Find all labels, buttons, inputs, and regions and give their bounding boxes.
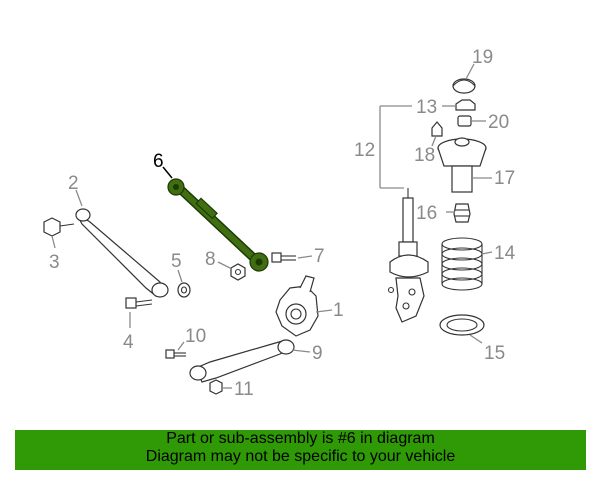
callout-1[interactable]: 1 [333, 300, 344, 321]
part-11-nut[interactable] [209, 379, 223, 395]
callout-7[interactable]: 7 [314, 246, 325, 267]
info-banner: Part or sub-assembly is #6 in diagram Di… [15, 430, 586, 470]
callout-3[interactable]: 3 [49, 252, 60, 273]
callout-20[interactable]: 20 [488, 112, 509, 133]
part-7-bolt[interactable] [271, 252, 296, 263]
callouts: 1 2 3 4 5 6 7 8 9 10 11 12 13 14 15 16 1… [49, 47, 516, 400]
callout-11[interactable]: 11 [234, 379, 254, 400]
callout-16[interactable]: 16 [416, 203, 437, 224]
part-14-coil-spring[interactable] [441, 237, 483, 291]
part-15-spring-seat[interactable] [439, 314, 485, 336]
callout-4[interactable]: 4 [123, 332, 134, 353]
part-3-bolt[interactable] [43, 217, 75, 237]
callout-10[interactable]: 10 [185, 326, 206, 347]
part-18-stud[interactable] [431, 121, 443, 137]
part-17-strut-mount[interactable] [437, 137, 487, 193]
callout-19[interactable]: 19 [472, 47, 493, 68]
part-5-bushing[interactable] [177, 282, 191, 298]
callout-13[interactable]: 13 [416, 97, 437, 118]
leader-lines [51, 63, 493, 389]
part-19-cap[interactable] [452, 78, 476, 94]
parts-diagram: 1 2 3 4 5 6 7 8 9 10 11 12 13 14 15 16 1… [43, 47, 516, 400]
part-1-knuckle[interactable] [275, 275, 319, 337]
callout-6[interactable]: 6 [153, 151, 164, 172]
part-16-bump-stop[interactable] [453, 203, 471, 223]
callout-14[interactable]: 14 [494, 243, 516, 264]
banner-line-part-info: Part or sub-assembly is #6 in diagram [166, 430, 435, 447]
part-20-nut[interactable] [457, 115, 472, 127]
part-12-strut[interactable] [387, 188, 429, 323]
part-8-nut[interactable] [230, 263, 246, 281]
banner-line-disclaimer: Diagram may not be specific to your vehi… [145, 448, 456, 465]
part-4-bolt[interactable] [125, 297, 153, 309]
callout-18[interactable]: 18 [414, 145, 435, 166]
callout-15[interactable]: 15 [484, 343, 505, 364]
callout-2[interactable]: 2 [68, 173, 79, 194]
part-9-control-arm[interactable] [189, 339, 295, 383]
callout-5[interactable]: 5 [171, 251, 182, 272]
callout-12[interactable]: 12 [354, 140, 375, 161]
callout-9[interactable]: 9 [312, 343, 323, 364]
callout-8[interactable]: 8 [205, 249, 216, 270]
part-10-bolt[interactable] [165, 349, 186, 359]
callout-17[interactable]: 17 [494, 168, 515, 189]
part-6-adjusting-rod[interactable] [167, 178, 269, 272]
part-13-nut[interactable] [455, 99, 476, 111]
part-2-lower-arm[interactable] [75, 208, 169, 298]
